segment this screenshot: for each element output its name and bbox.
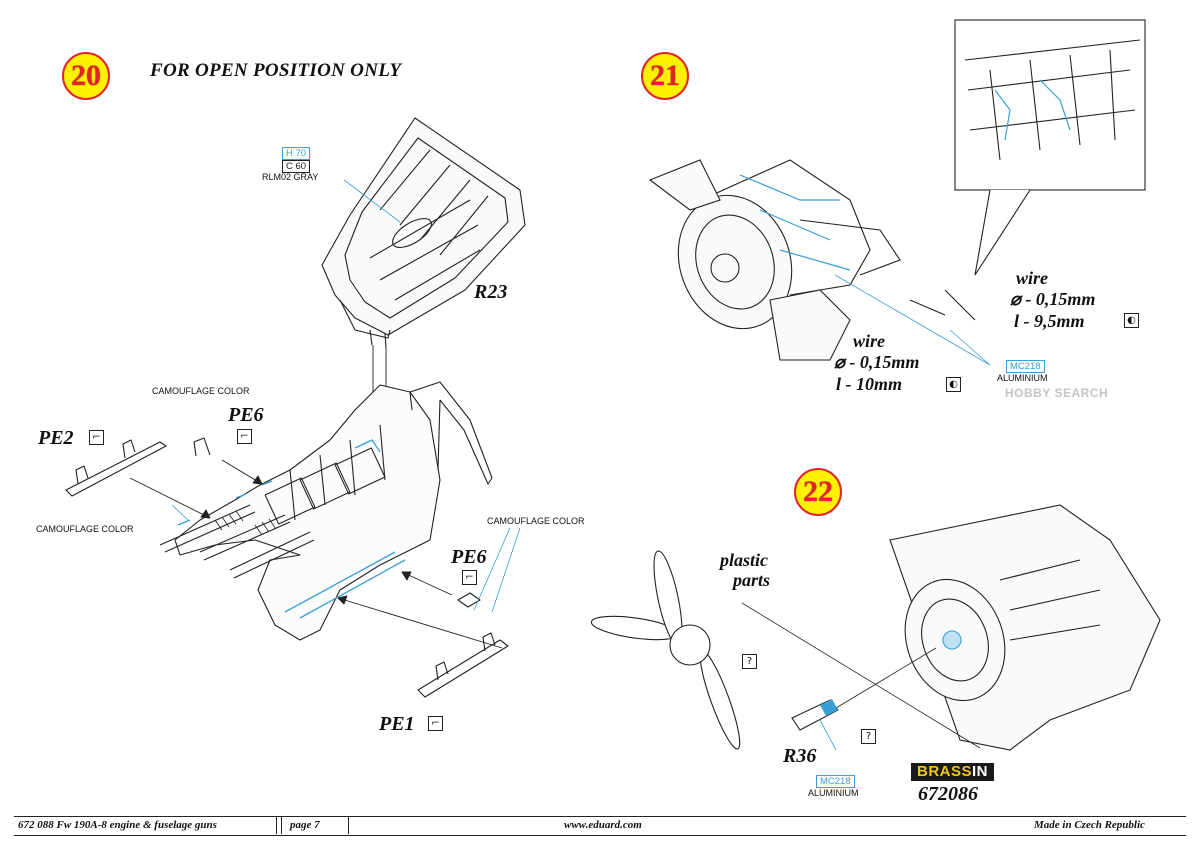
pe6-part-b	[457, 592, 481, 608]
wire-a-length: l - 9,5mm	[1014, 311, 1085, 331]
paint-callout-rlm02: H 70 C 60	[282, 147, 311, 173]
wire-a-title: wire	[1016, 268, 1049, 288]
brassin-set-code: 672086	[918, 783, 978, 805]
paint-note-camo-3: CAMOUFLAGE COLOR	[487, 516, 585, 526]
step-21-inset-frame	[954, 19, 1146, 191]
paint-name-aluminium: ALUMINIUM	[997, 373, 1048, 383]
pe2-strip	[65, 439, 167, 497]
r23-cowling-panel	[321, 117, 526, 349]
step-22-badge: 22	[794, 468, 842, 516]
paint-note-camo-2: CAMOUFLAGE COLOR	[36, 524, 134, 534]
part-label-pe2: PE2	[38, 427, 74, 449]
paint-callout-mc218-a: MC218	[1006, 360, 1045, 373]
footer-origin: Made in Czech Republic	[1034, 819, 1145, 831]
step-22-engine	[889, 504, 1161, 751]
wire-b-length: l - 10mm	[836, 374, 902, 394]
brassin-logo: BRASSIN	[911, 763, 994, 781]
step-21-badge: 21	[641, 52, 689, 100]
paint-code-mc218: MC218	[816, 775, 855, 788]
paint-code-h: H 70	[282, 147, 311, 160]
bend-icon: ⌐	[89, 430, 104, 445]
part-label-pe6-a: PE6	[228, 404, 264, 426]
bend-icon: ⌐	[237, 429, 252, 444]
plastic-parts-label-2: parts	[733, 570, 771, 590]
paint-note-camo-1: CAMOUFLAGE COLOR	[152, 386, 250, 396]
propeller	[590, 550, 741, 750]
part-label-r36: R36	[783, 745, 817, 767]
paint-name-rlm02: RLM02 GRAY	[262, 172, 319, 182]
question-icon: ?	[742, 654, 757, 669]
watermark: HOBBY SEARCH	[1005, 386, 1109, 400]
paint-code-c: C 60	[282, 160, 311, 173]
bend-icon: ⌐	[428, 716, 443, 731]
wire-a-diameter: ⌀ - 0,15mm	[1010, 289, 1096, 309]
footer-website: www.eduard.com	[564, 819, 642, 831]
pe6-part-a	[193, 437, 211, 457]
footer-kit-title: 672 088 Fw 190A-8 engine & fuselage guns	[18, 819, 217, 831]
yinyang-icon: ◐	[1124, 313, 1139, 328]
paint-name-aluminium: ALUMINIUM	[808, 788, 859, 798]
yinyang-icon: ◐	[946, 377, 961, 392]
wire-b-title: wire	[853, 331, 886, 351]
pe1-strip	[417, 632, 509, 698]
plastic-parts-label-1: plastic	[720, 550, 768, 570]
gun-bay-assembly	[159, 381, 493, 641]
paint-code-mc218: MC218	[1006, 360, 1045, 373]
step-20-badge: 20	[62, 52, 110, 100]
bend-icon: ⌐	[462, 570, 477, 585]
part-label-pe6-b: PE6	[451, 546, 487, 568]
part-label-r23: R23	[474, 281, 508, 303]
question-icon: ?	[861, 729, 876, 744]
footer-bar: 672 088 Fw 190A-8 engine & fuselage guns…	[14, 816, 1186, 836]
paint-callout-mc218-b: MC218	[816, 775, 855, 788]
wire-b-diameter: ⌀ - 0,15mm	[834, 352, 920, 372]
step-20-heading: FOR OPEN POSITION ONLY	[150, 60, 402, 81]
step-21-engine	[648, 159, 901, 361]
part-label-pe1: PE1	[379, 713, 415, 735]
footer-page: page 7	[290, 819, 320, 831]
